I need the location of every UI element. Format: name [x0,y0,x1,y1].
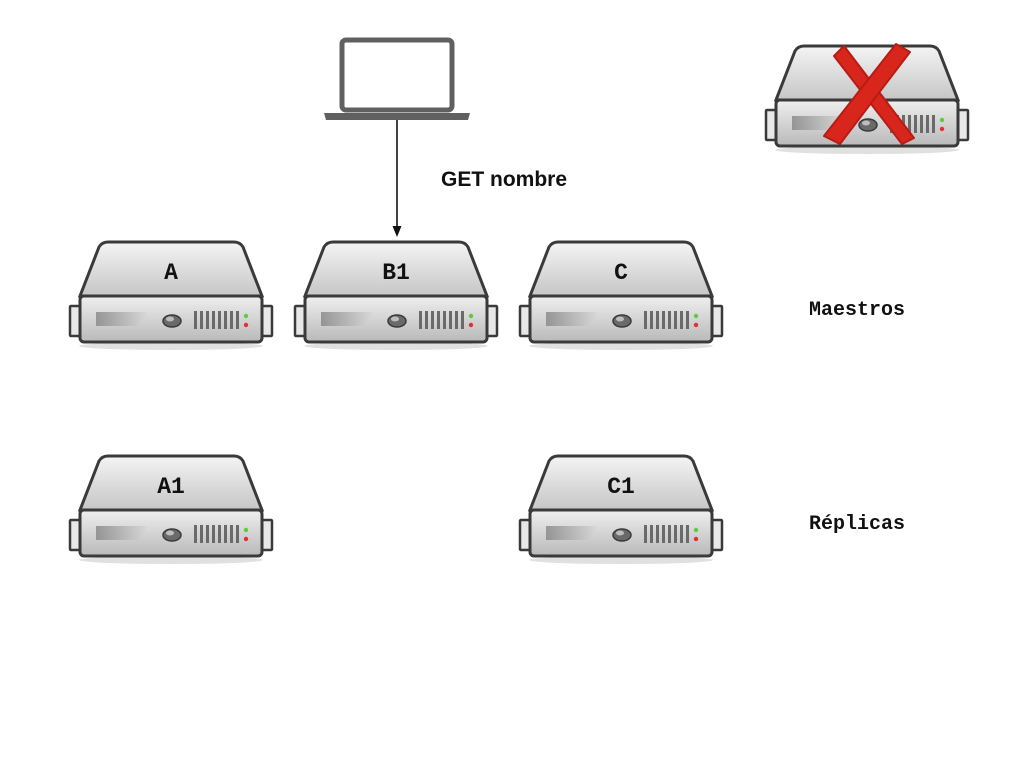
request-arrow [392,120,402,237]
server-icon [518,236,724,352]
red-x-icon [823,43,915,145]
client-laptop [322,37,472,123]
replica-server-c1: C1 [518,450,724,566]
server-label: B1 [382,260,410,286]
masters-row-label: Maestros [809,299,906,322]
server-icon [68,236,274,352]
server-label: A [164,260,178,286]
server-label: C1 [607,474,635,500]
master-server-b1: B1 [293,236,499,352]
server-label: C [614,260,628,286]
server-icon [518,450,724,566]
replica-server-a1: A1 [68,450,274,566]
failed-server [764,40,970,156]
server-label: A1 [157,474,185,500]
server-icon [293,236,499,352]
request-label: GET nombre [441,168,568,191]
master-server-c: C [518,236,724,352]
replicas-row-label: Réplicas [809,513,906,536]
master-server-a: A [68,236,274,352]
laptop-icon [324,37,470,120]
server-icon [68,450,274,566]
